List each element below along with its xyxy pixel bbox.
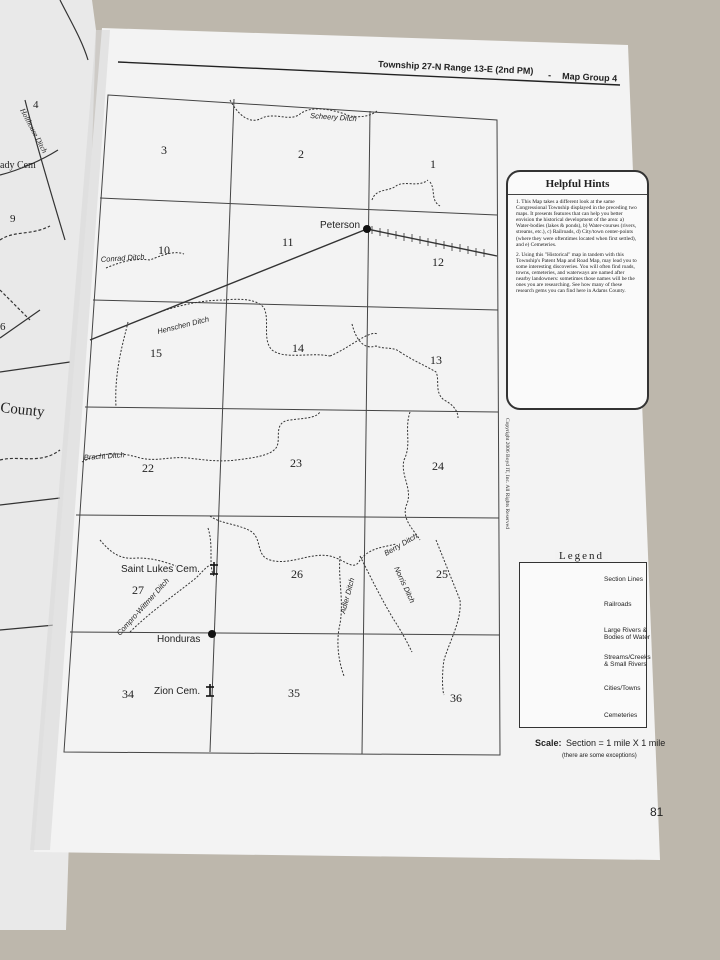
cemetery-icon	[210, 562, 218, 575]
city-label-peterson: Peterson	[320, 220, 360, 231]
left-page-lines	[0, 0, 89, 631]
left-section-number: 4	[33, 99, 39, 111]
scale-note: (there are some exceptions)	[562, 753, 637, 759]
city-label-honduras: Honduras	[157, 634, 200, 645]
legend-label: Cities/Towns	[604, 685, 641, 692]
section-number: 27	[132, 583, 144, 597]
cemetery-label: Zion Cem.	[154, 686, 200, 697]
section-number: 36	[450, 691, 462, 705]
section-number: 34	[122, 687, 134, 701]
left-section-number: 6	[0, 321, 6, 333]
legend-row: Railroads	[520, 601, 648, 623]
section-number: 12	[432, 255, 444, 269]
legend-row: Section Lines	[520, 576, 648, 598]
section-number: 2	[298, 147, 304, 161]
section-number: 24	[432, 459, 444, 473]
section-number: 26	[291, 567, 303, 581]
section-number: 13	[430, 353, 442, 367]
railroad-ties	[371, 226, 485, 257]
county-label: County	[0, 400, 46, 421]
cemetery-label: Saint Lukes Cem.	[121, 564, 200, 575]
section-number: 23	[290, 456, 302, 470]
hints-title: Helpful Hints	[545, 178, 610, 190]
city-dot-honduras	[208, 630, 216, 638]
hint-paragraph: 1. This Map takes a different look at th…	[516, 199, 637, 248]
left-section-number: 9	[10, 213, 16, 225]
section-number: 1	[430, 157, 436, 171]
section-number: 10	[158, 243, 170, 257]
legend-label: Cemeteries	[604, 712, 638, 719]
header-separator: -	[548, 70, 551, 80]
header-rule	[117, 61, 621, 86]
header-group: Map Group 4	[562, 71, 617, 83]
cemetery-icon	[206, 684, 214, 697]
scale-label: Scale:	[535, 738, 562, 748]
page-number: 81	[650, 805, 664, 819]
legend-box: Section Lines Railroads Large Rivers & B…	[519, 562, 651, 728]
legend-label: Section Lines	[604, 576, 644, 583]
section-number: 35	[288, 686, 300, 700]
section-number: 22	[142, 461, 154, 475]
legend-label: Streams/Creeks & Small Rivers	[604, 654, 651, 668]
section-number: 3	[161, 143, 167, 157]
ditch-label: Bracht Ditch	[84, 450, 125, 462]
section-grid	[63, 94, 501, 756]
helpful-hints-box: Helpful Hints 1. This Map takes a differ…	[506, 170, 649, 410]
section-number: 14	[292, 341, 304, 355]
ditch-label: Scheery Ditch	[310, 111, 357, 123]
section-number: 15	[150, 346, 162, 360]
legend-label: Railroads	[604, 601, 632, 608]
right-page	[34, 28, 660, 860]
legend-row: Large Rivers & Bodies of Water	[520, 627, 651, 649]
streams	[81, 99, 461, 696]
left-cemetery-label: ady Cem	[0, 160, 36, 171]
section-number: 25	[436, 567, 448, 581]
section-numbers: 1 2 3 10 11 12 13 14 15 22 23 24 25 26 2…	[122, 143, 462, 705]
legend-label: Large Rivers & Bodies of Water	[604, 627, 651, 641]
city-dot-peterson	[363, 225, 371, 233]
place-names: Peterson Honduras Saint Lukes Cem. Zion …	[121, 220, 360, 697]
legend-row: Streams/Creeks & Small Rivers	[520, 654, 651, 676]
hints-divider	[508, 194, 647, 195]
copyright-text: Copyright 2006 Boyd IT, Inc. All Rights …	[504, 418, 510, 529]
legend-title: Legend	[555, 550, 608, 562]
ditch-label: Conrad Ditch	[101, 252, 145, 264]
legend-row: Cities/Towns	[520, 685, 648, 707]
hint-paragraph: 2. Using this "Historical" map in tandem…	[516, 251, 637, 295]
legend-row: Cemeteries	[520, 712, 648, 734]
scale-text: Section = 1 mile X 1 mile	[566, 738, 665, 748]
section-number: 11	[282, 235, 294, 249]
